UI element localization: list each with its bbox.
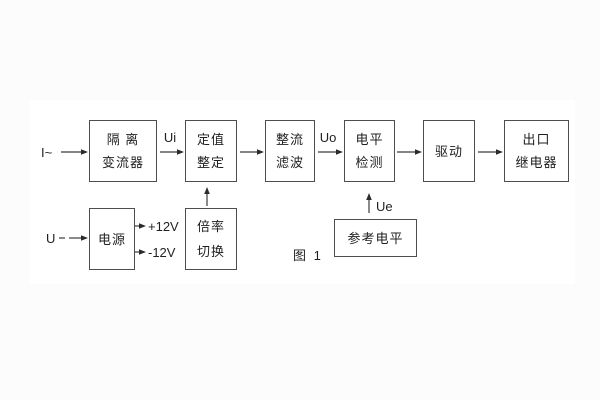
label-input-voltage: U xyxy=(46,231,56,246)
label-ue: Ue xyxy=(376,199,393,214)
label-ui: Ui xyxy=(163,130,177,145)
block-rectify-filter-line2: 滤波 xyxy=(275,155,304,170)
block-drive: 驱动 xyxy=(423,120,475,182)
block-isolation-transformer-line1: 隔 离 xyxy=(106,132,140,147)
block-setting-adjust-line2: 整定 xyxy=(196,155,225,170)
arrowhead-drive-to-output xyxy=(496,149,503,155)
block-power-supply-line1: 电源 xyxy=(97,231,126,247)
block-ratio-switch-line1: 倍率 xyxy=(196,219,225,234)
block-output-relay-line1: 出口 xyxy=(522,132,551,147)
arrowhead-i-to-isolation xyxy=(81,149,88,155)
arrowhead-rectify-to-level xyxy=(336,149,343,155)
arrowhead-u-to-power xyxy=(81,235,88,241)
arrowhead-level-to-drive xyxy=(415,149,422,155)
arrowhead-isolation-to-setting xyxy=(177,149,184,155)
arrowhead-setting-to-rectify xyxy=(257,149,264,155)
block-reference-level-line1: 参考电平 xyxy=(347,230,404,246)
block-setting-adjust-line1: 定值 xyxy=(196,132,225,147)
block-level-detect-line1: 电平 xyxy=(355,132,384,147)
block-setting-adjust: 定值 整定 xyxy=(185,120,237,182)
block-ratio-switch-line2: 切换 xyxy=(196,244,225,259)
block-output-relay-line2: 继电器 xyxy=(515,155,558,170)
arrowhead-ratio-to-setting xyxy=(204,187,210,194)
block-isolation-transformer: 隔 离 变流器 xyxy=(89,120,157,182)
arrowhead-power-minus12 xyxy=(139,249,146,255)
block-reference-level: 参考电平 xyxy=(334,219,417,257)
block-rectify-filter-line1: 整流 xyxy=(275,132,304,147)
label-minus-12v: -12V xyxy=(148,245,176,260)
label-uo: Uo xyxy=(319,130,337,145)
block-ratio-switch: 倍率 切换 xyxy=(185,208,237,270)
block-level-detect: 电平 检测 xyxy=(344,120,395,182)
label-plus-12v: +12V xyxy=(148,219,179,234)
block-level-detect-line2: 检测 xyxy=(355,155,384,170)
block-rectify-filter: 整流 滤波 xyxy=(265,120,315,182)
arrowhead-power-plus12 xyxy=(139,223,146,229)
block-isolation-transformer-line2: 变流器 xyxy=(101,155,144,170)
arrowhead-reference-to-level xyxy=(366,193,372,200)
block-drive-line1: 驱动 xyxy=(434,143,463,159)
block-power-supply: 电源 xyxy=(89,208,135,270)
block-output-relay: 出口 继电器 xyxy=(504,120,569,182)
label-input-current: I~ xyxy=(41,145,53,160)
figure-caption: 图 1 xyxy=(293,248,323,263)
